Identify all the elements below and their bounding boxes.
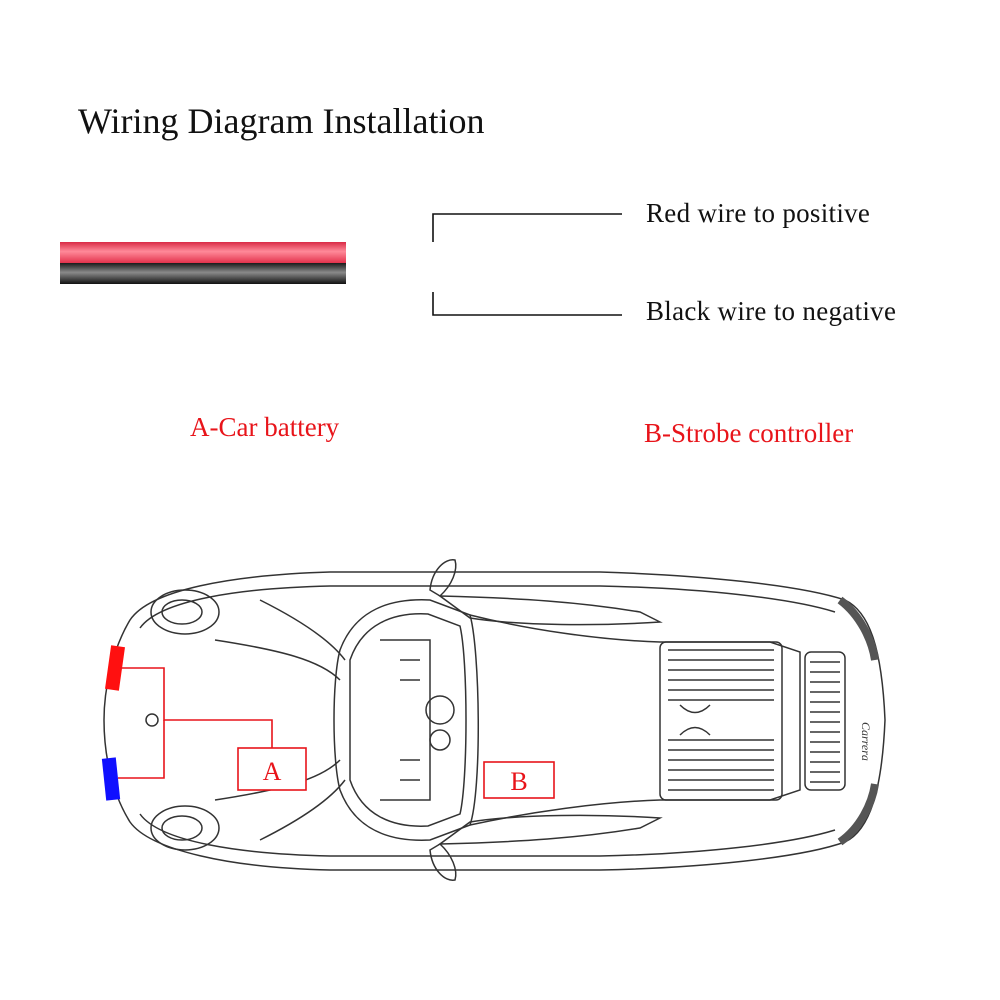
box-a-label: A bbox=[263, 757, 282, 786]
rear-grille bbox=[804, 651, 846, 791]
car-badge: Carrera bbox=[859, 722, 873, 761]
red-strobe-light bbox=[105, 645, 125, 691]
wire-blue-to-a bbox=[118, 720, 165, 779]
right-headlight bbox=[150, 805, 220, 851]
red-wire-label: Red wire to positive bbox=[646, 198, 871, 228]
left-headlight bbox=[150, 589, 220, 635]
car-top-view: A B Carrera bbox=[101, 559, 886, 881]
box-b-label: B bbox=[510, 767, 527, 796]
windshield bbox=[333, 599, 480, 841]
black-wire bbox=[60, 263, 346, 284]
wire-leader-lines bbox=[432, 213, 622, 316]
roof bbox=[469, 614, 801, 826]
hood-badge bbox=[145, 713, 159, 727]
left-mirror bbox=[429, 559, 457, 597]
red-wire bbox=[60, 242, 346, 263]
legend-car-battery: A-Car battery bbox=[190, 412, 340, 442]
box-a bbox=[237, 747, 307, 791]
wire-red-to-a bbox=[120, 667, 273, 748]
sunroof bbox=[659, 641, 783, 801]
legend-strobe-controller: B-Strobe controller bbox=[644, 418, 854, 448]
diagram-title: Wiring Diagram Installation bbox=[78, 101, 485, 141]
right-mirror bbox=[429, 843, 457, 881]
twin-wire-cable bbox=[60, 242, 346, 284]
box-b bbox=[483, 761, 555, 799]
blue-strobe-light bbox=[101, 757, 121, 801]
car-body-outline bbox=[103, 571, 886, 871]
black-wire-label: Black wire to negative bbox=[646, 296, 897, 326]
